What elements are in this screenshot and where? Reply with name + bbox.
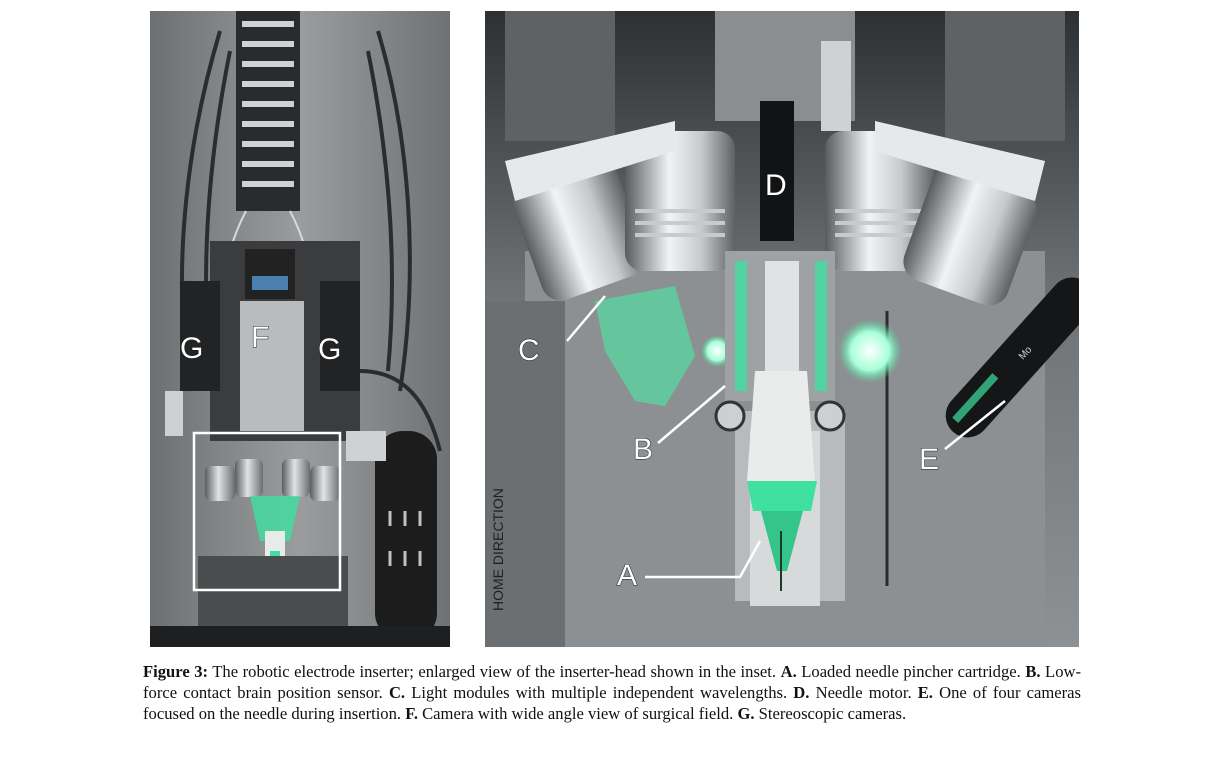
- robot-overview-illustration: [150, 11, 450, 647]
- label-b: B: [632, 433, 654, 466]
- label-g-left: G: [179, 332, 204, 365]
- robot-overview-photo: G F G: [150, 11, 450, 647]
- caption-key-e: E.: [917, 683, 933, 702]
- caption-key-c: C.: [388, 683, 406, 702]
- label-a: A: [616, 559, 638, 592]
- inserter-head-photo: HOME DIRECTION: [485, 11, 1079, 647]
- caption-key-b: B.: [1025, 662, 1041, 681]
- label-f: F: [250, 321, 270, 354]
- label-d: D: [765, 169, 788, 202]
- caption-text-f: Camera with wide angle view of surgical …: [417, 704, 738, 723]
- caption-text-d: Needle motor.: [809, 683, 918, 702]
- caption-intro: The robotic electrode inserter; enlarged…: [208, 662, 781, 681]
- inserter-head-illustration: HOME DIRECTION: [485, 11, 1079, 647]
- caption-key-g: G.: [737, 704, 755, 723]
- caption-key-f: F.: [405, 704, 418, 723]
- figure-number: Figure 3:: [143, 662, 209, 681]
- label-c: C: [518, 334, 541, 367]
- caption-text-a: Loaded needle pincher cartridge.: [796, 662, 1026, 681]
- caption-key-a: A.: [780, 662, 797, 681]
- caption-key-d: D.: [793, 683, 810, 702]
- caption-text-b: Low-force contact brain position sensor.: [143, 662, 1082, 702]
- figure-caption: Figure 3: The robotic electrode inserter…: [143, 661, 1081, 724]
- home-direction-text: HOME DIRECTION: [490, 488, 506, 611]
- label-e: E: [918, 443, 940, 476]
- caption-text-c: Light modules with multiple independent …: [405, 683, 794, 702]
- label-g-right: G: [317, 333, 342, 366]
- caption-text-e: One of four cameras focused on the needl…: [143, 683, 1082, 723]
- caption-text-g: Stereoscopic cameras.: [754, 704, 907, 723]
